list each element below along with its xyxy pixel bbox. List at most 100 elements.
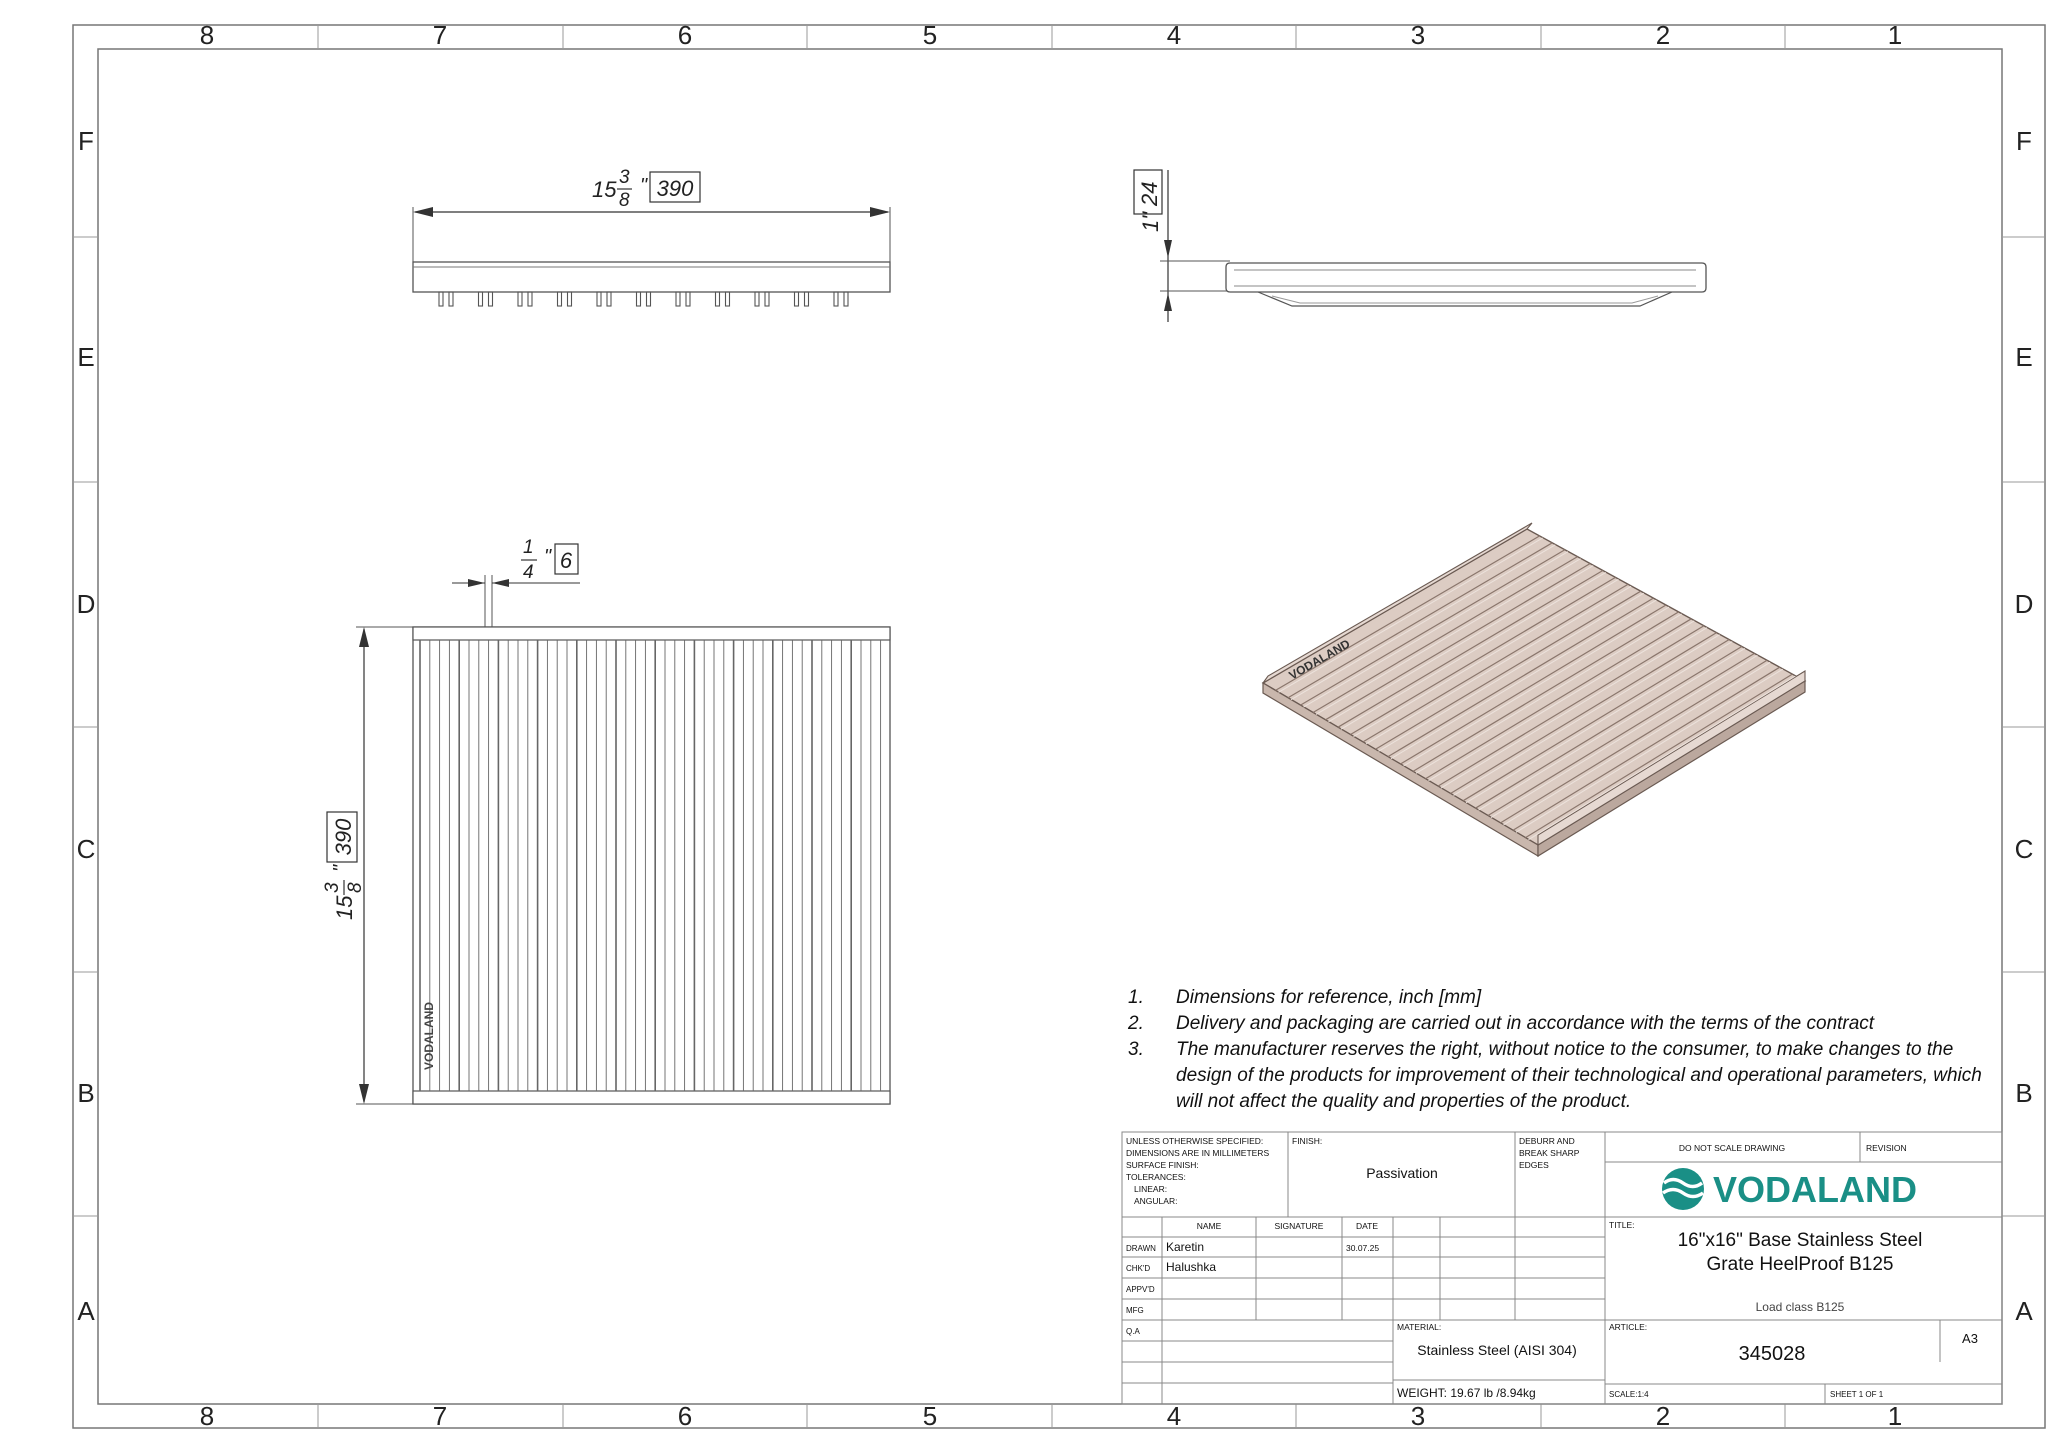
zone-col-label: 5 — [923, 20, 937, 50]
svg-text:1: 1 — [523, 537, 534, 558]
do-not-scale-note: DO NOT SCALE DRAWING — [1679, 1143, 1785, 1153]
render-bar-highlight — [1428, 620, 1695, 782]
role-label: APPV'D — [1126, 1285, 1155, 1294]
deburr-line: EDGES — [1519, 1160, 1549, 1170]
render-bar-highlight — [1515, 668, 1783, 833]
zone-row-label: E — [77, 342, 94, 372]
zone-col-label: 6 — [678, 1401, 692, 1431]
zone-column-ticks — [317, 25, 1786, 1428]
render-bar-line — [1437, 625, 1705, 787]
render-bar-highlight — [1340, 572, 1607, 730]
grate-leg — [448, 291, 454, 307]
note-text: The manufacturer reserves the right, wit… — [1176, 1039, 1982, 1112]
grate-leg — [527, 291, 533, 307]
render-bar-line — [1450, 632, 1717, 794]
render-bar-line — [1525, 673, 1793, 839]
render-bar-highlight — [1378, 592, 1644, 752]
grate-leg — [724, 291, 731, 307]
date-header: DATE — [1356, 1221, 1378, 1231]
grate-leg — [596, 291, 602, 307]
article-number: 345028 — [1739, 1343, 1806, 1365]
zone-col-label: 5 — [923, 1401, 937, 1431]
grate-leg — [566, 291, 573, 307]
bar-width-dimension-label: 1 4 " 6 — [521, 537, 579, 583]
zone-row-label: A — [2015, 1296, 2033, 1326]
grate-leg — [487, 291, 494, 307]
finish-value: Passivation — [1366, 1165, 1438, 1181]
render-bar-line — [1275, 535, 1540, 691]
render-bar-line — [1300, 549, 1566, 706]
drawing-notes: 1.Dimensions for reference, inch [mm] 2.… — [1128, 985, 1988, 1115]
zone-row-label: E — [2015, 342, 2032, 372]
material-value: Stainless Steel (AISI 304) — [1417, 1342, 1577, 1358]
render-bar-highlight — [1503, 661, 1771, 826]
render-bar-line — [1512, 666, 1781, 831]
note-number: 2. — [1128, 1013, 1144, 1034]
render-bar-highlight — [1453, 634, 1720, 796]
sheet-number: SHEET 1 OF 1 — [1830, 1390, 1884, 1399]
render-bar-line — [1362, 583, 1629, 743]
render-bar-line — [1337, 569, 1604, 728]
grate-leg — [556, 291, 563, 307]
zone-row-label: A — [77, 1296, 95, 1326]
render-bar-highlight — [1390, 599, 1657, 760]
svg-text:390: 390 — [657, 176, 694, 201]
grate-leg — [635, 291, 642, 307]
zone-col-label: 2 — [1656, 20, 1670, 50]
zone-row-ticks — [73, 236, 2045, 1217]
render-bar-highlight — [1315, 558, 1581, 715]
note-text: Delivery and packaging are carried out i… — [1176, 1013, 1875, 1034]
zone-row-label: C — [2015, 834, 2034, 864]
zone-col-label: 4 — [1167, 1401, 1181, 1431]
svg-text:15: 15 — [592, 177, 617, 202]
grate-leg — [833, 291, 839, 307]
grate-leg — [645, 291, 652, 307]
role-label: Q.A — [1126, 1327, 1140, 1336]
svg-text:6: 6 — [560, 548, 573, 573]
role-label: DRAWN — [1126, 1244, 1156, 1253]
width-dimension-label: 15 3 8 " 390 — [592, 167, 701, 211]
isometric-render: VODALAND — [1261, 522, 1807, 858]
material-label: MATERIAL: — [1397, 1322, 1441, 1332]
render-bar-line — [1475, 645, 1743, 809]
zone-row-label: D — [2015, 589, 2034, 619]
render-bar-line — [1487, 652, 1755, 817]
render-bar-highlight — [1290, 544, 1556, 701]
grate-leg — [685, 291, 691, 307]
spec-line: DIMENSIONS ARE IN MILLIMETERS — [1126, 1148, 1269, 1158]
zone-row-label: F — [78, 126, 94, 156]
height-dimension-label: 15 3 8 " 390 — [322, 811, 366, 920]
render-bar-line — [1412, 611, 1679, 772]
render-bar-highlight — [1490, 654, 1758, 818]
article-label: ARTICLE: — [1609, 1322, 1647, 1332]
svg-text:4: 4 — [523, 562, 534, 583]
render-bar-line — [1400, 604, 1667, 765]
svg-text:3: 3 — [322, 882, 343, 893]
grate-leg — [517, 291, 523, 307]
drawing-title-line1: 16"x16" Base Stainless Steel — [1678, 1230, 1923, 1251]
svg-text:1": 1" — [1138, 211, 1163, 232]
vodaland-logo: VODALAND — [1661, 1168, 1917, 1210]
note-item: 3.The manufacturer reserves the right, w… — [1128, 1037, 1988, 1115]
note-item: 1.Dimensions for reference, inch [mm] — [1128, 985, 1988, 1011]
wave-logo-icon — [1661, 1168, 1705, 1210]
zone-col-label: 7 — [433, 1401, 447, 1431]
svg-text:390: 390 — [331, 818, 356, 855]
zone-col-label: 1 — [1888, 1401, 1902, 1431]
checked-name: Halushka — [1166, 1260, 1216, 1274]
svg-text:": " — [544, 546, 552, 568]
render-bar-highlight — [1465, 641, 1733, 804]
note-item: 2. Delivery and packaging are carried out… — [1128, 1011, 1988, 1037]
render-bar-highlight — [1478, 648, 1746, 811]
render-bar-line — [1425, 618, 1692, 780]
sheet-size: A3 — [1962, 1331, 1978, 1346]
drawing-title-line2: Grate HeelProof B125 — [1707, 1254, 1894, 1275]
grate-bars — [419, 640, 882, 1091]
render-bar-line — [1387, 597, 1654, 758]
grate-leg — [754, 291, 760, 307]
role-label: CHK'D — [1126, 1264, 1150, 1273]
spec-line: LINEAR: — [1134, 1184, 1167, 1194]
title-block — [1121, 1131, 2003, 1405]
render-bar-highlight — [1403, 606, 1670, 767]
